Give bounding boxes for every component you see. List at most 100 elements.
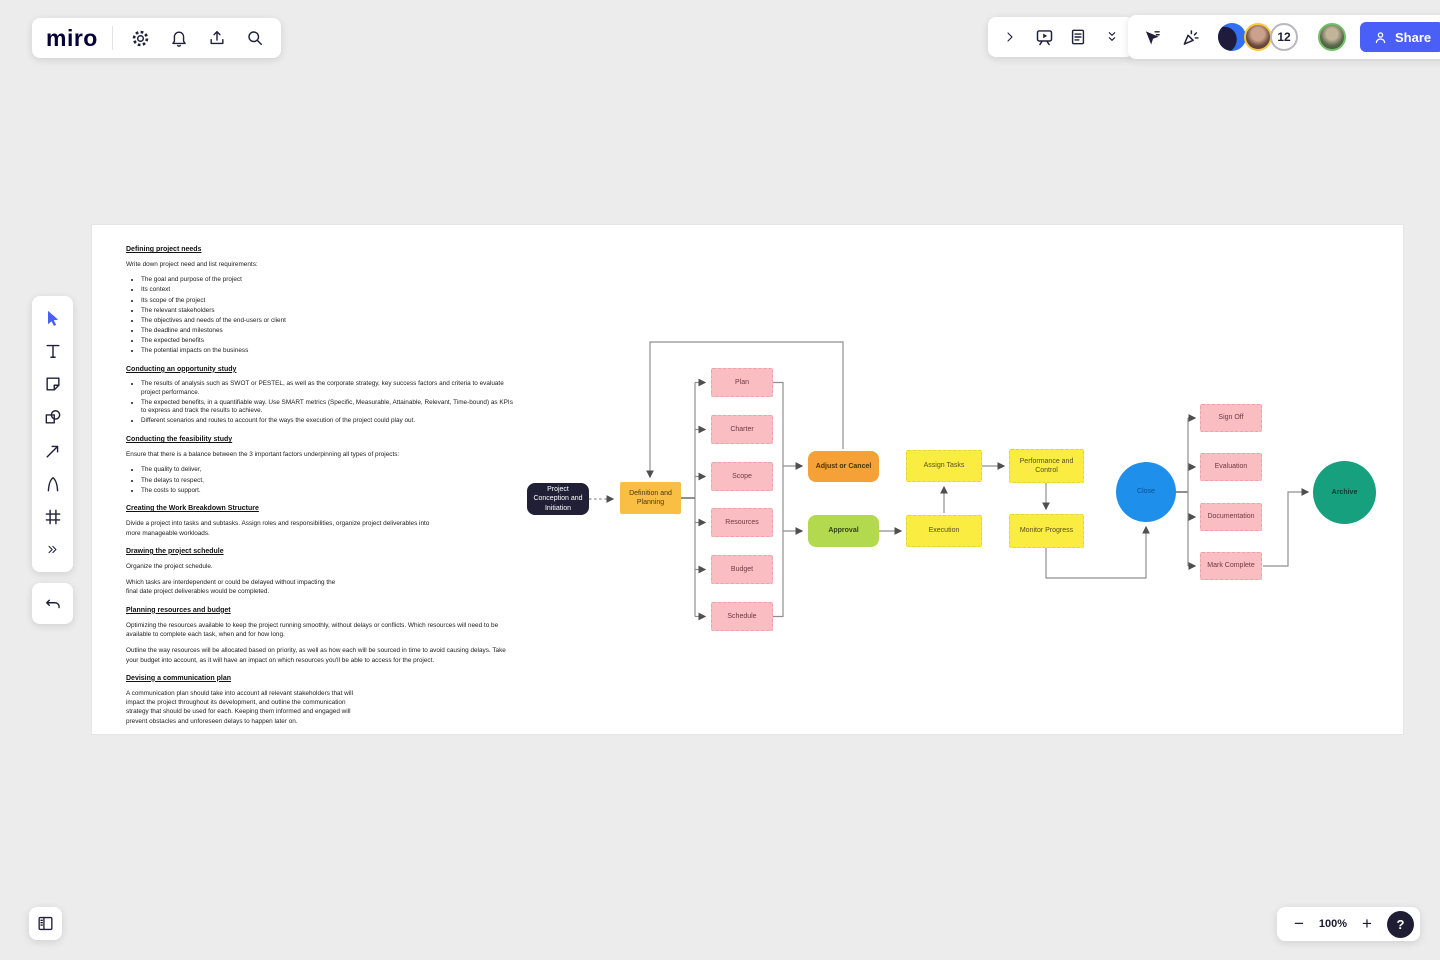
node-project-conception[interactable]: Project Conception and Initiation <box>527 483 589 515</box>
share-button-label: Share <box>1395 29 1432 45</box>
select-tool[interactable] <box>38 304 68 332</box>
undo-toolbar <box>32 583 73 624</box>
node-archive[interactable]: Archive <box>1313 461 1376 524</box>
zoom-out-button[interactable]: − <box>1294 914 1304 933</box>
export-button[interactable] <box>201 22 233 54</box>
node-scope[interactable]: Scope <box>711 462 773 491</box>
frame-icon <box>43 507 63 527</box>
doc-heading: Defining project needs <box>126 246 202 253</box>
node-plan[interactable]: Plan <box>711 368 773 397</box>
node-sign-off[interactable]: Sign Off <box>1200 404 1262 432</box>
doc-bullet: The expected benefits <box>141 337 516 346</box>
miro-logo[interactable]: miro <box>46 24 98 51</box>
presentation-mode-button[interactable] <box>1028 21 1060 53</box>
follow-cursors-button[interactable] <box>1136 21 1168 53</box>
search-button[interactable] <box>239 22 271 54</box>
double-chevron-down-icon <box>1104 29 1120 45</box>
doc-heading: Planning resources and budget <box>126 606 231 614</box>
node-schedule[interactable]: Schedule <box>711 602 773 631</box>
expand-button[interactable] <box>994 21 1026 53</box>
collaboration-toolbar: 12 Share <box>1128 15 1440 59</box>
more-tools-button[interactable] <box>38 536 68 564</box>
user-avatar[interactable] <box>1318 23 1346 51</box>
presentation-icon <box>1034 27 1055 48</box>
connector-tool[interactable] <box>38 437 68 465</box>
arrow-icon <box>43 441 63 461</box>
settings-button[interactable] <box>125 22 157 54</box>
collaborator-avatar[interactable] <box>1218 23 1246 51</box>
doc-bullet: The results of analysis such as SWOT or … <box>141 380 516 397</box>
chevron-right-icon <box>1002 29 1018 45</box>
node-mark-complete[interactable]: Mark Complete <box>1200 552 1262 580</box>
doc-paragraph: Write down project need and list require… <box>126 261 258 268</box>
main-toolbar: miro <box>32 18 281 58</box>
notes-icon <box>1068 27 1088 47</box>
pen-tool[interactable] <box>38 470 68 498</box>
frame-tool[interactable] <box>38 503 68 531</box>
node-evaluation[interactable]: Evaluation <box>1200 453 1262 481</box>
sticky-note-icon <box>43 374 63 394</box>
doc-bullet: Its context <box>141 286 516 295</box>
node-resources[interactable]: Resources <box>711 508 773 537</box>
help-button[interactable]: ? <box>1387 910 1414 938</box>
collaborator-avatar[interactable] <box>1244 23 1272 51</box>
notes-button[interactable] <box>1062 21 1094 53</box>
doc-heading: Devising a communication plan <box>126 674 232 682</box>
sticky-note-tool[interactable] <box>38 370 68 398</box>
party-popper-icon <box>1180 27 1201 48</box>
shapes-icon <box>43 407 63 427</box>
node-documentation[interactable]: Documentation <box>1200 503 1262 531</box>
frames-panel-toggle[interactable] <box>29 907 62 940</box>
text-tool[interactable] <box>38 337 68 365</box>
creation-toolbar <box>32 296 73 572</box>
undo-icon <box>43 594 63 614</box>
presentation-toolbar <box>988 17 1134 57</box>
undo-button[interactable] <box>37 588 69 620</box>
node-performance-control[interactable]: Performance and Control <box>1009 449 1084 483</box>
doc-paragraph: A communication plan should take into ac… <box>126 689 353 725</box>
gear-icon <box>130 28 151 49</box>
reactions-button[interactable] <box>1174 21 1206 53</box>
avatar-shape <box>1218 23 1241 51</box>
node-assign-tasks[interactable]: Assign Tasks <box>906 450 982 482</box>
node-close[interactable]: Close <box>1116 462 1176 522</box>
doc-heading: Drawing the project schedule <box>126 547 224 555</box>
notifications-button[interactable] <box>163 22 195 54</box>
doc-paragraph: Ensure that there is a balance between t… <box>126 451 400 459</box>
node-definition-planning[interactable]: Definition and Planning <box>620 482 681 514</box>
share-button[interactable]: Share <box>1360 22 1440 52</box>
cursor-select-icon <box>43 308 63 328</box>
doc-bullet: The goal and purpose of the project <box>141 276 516 285</box>
side-panel-icon <box>36 914 55 933</box>
double-chevron-right-icon <box>45 542 60 557</box>
zoom-level[interactable]: 100% <box>1318 918 1348 930</box>
zoom-in-button[interactable]: + <box>1362 914 1372 933</box>
doc-bullet: The potential impacts on the business <box>141 347 516 356</box>
node-charter[interactable]: Charter <box>711 415 773 444</box>
doc-paragraph: Divide a project into tasks and subtasks… <box>126 520 430 537</box>
doc-bullet: The objectives and needs of the end-user… <box>141 317 516 326</box>
collapse-toolbar-button[interactable] <box>1096 21 1128 53</box>
doc-bullet: The costs to support. <box>141 487 516 496</box>
node-execution[interactable]: Execution <box>906 515 982 547</box>
doc-bullet: Its scope of the project <box>141 297 516 306</box>
doc-bullet: The expected benefits, in a quantifiable… <box>141 399 516 416</box>
doc-bullet: The relevant stakeholders <box>141 307 516 316</box>
collaborators-count-badge[interactable]: 12 <box>1270 23 1298 51</box>
divider <box>111 26 113 50</box>
upload-icon <box>207 28 227 48</box>
doc-bullet: Different scenarios and routes to accoun… <box>141 417 516 426</box>
doc-bullet: The quality to deliver, <box>141 466 516 475</box>
node-budget[interactable]: Budget <box>711 555 773 584</box>
node-monitor-progress[interactable]: Monitor Progress <box>1009 514 1084 548</box>
doc-paragraph: Optimizing the resources available to ke… <box>126 621 499 638</box>
doc-paragraph: Outline the way resources will be alloca… <box>126 647 506 664</box>
node-approval[interactable]: Approval <box>808 515 879 547</box>
shapes-tool[interactable] <box>38 403 68 431</box>
text-icon <box>43 341 63 361</box>
pen-icon <box>43 474 63 494</box>
doc-paragraph: Organize the project schedule. <box>126 562 213 570</box>
doc-bullet: The delays to respect, <box>141 477 516 486</box>
node-adjust-cancel[interactable]: Adjust or Cancel <box>808 451 879 482</box>
